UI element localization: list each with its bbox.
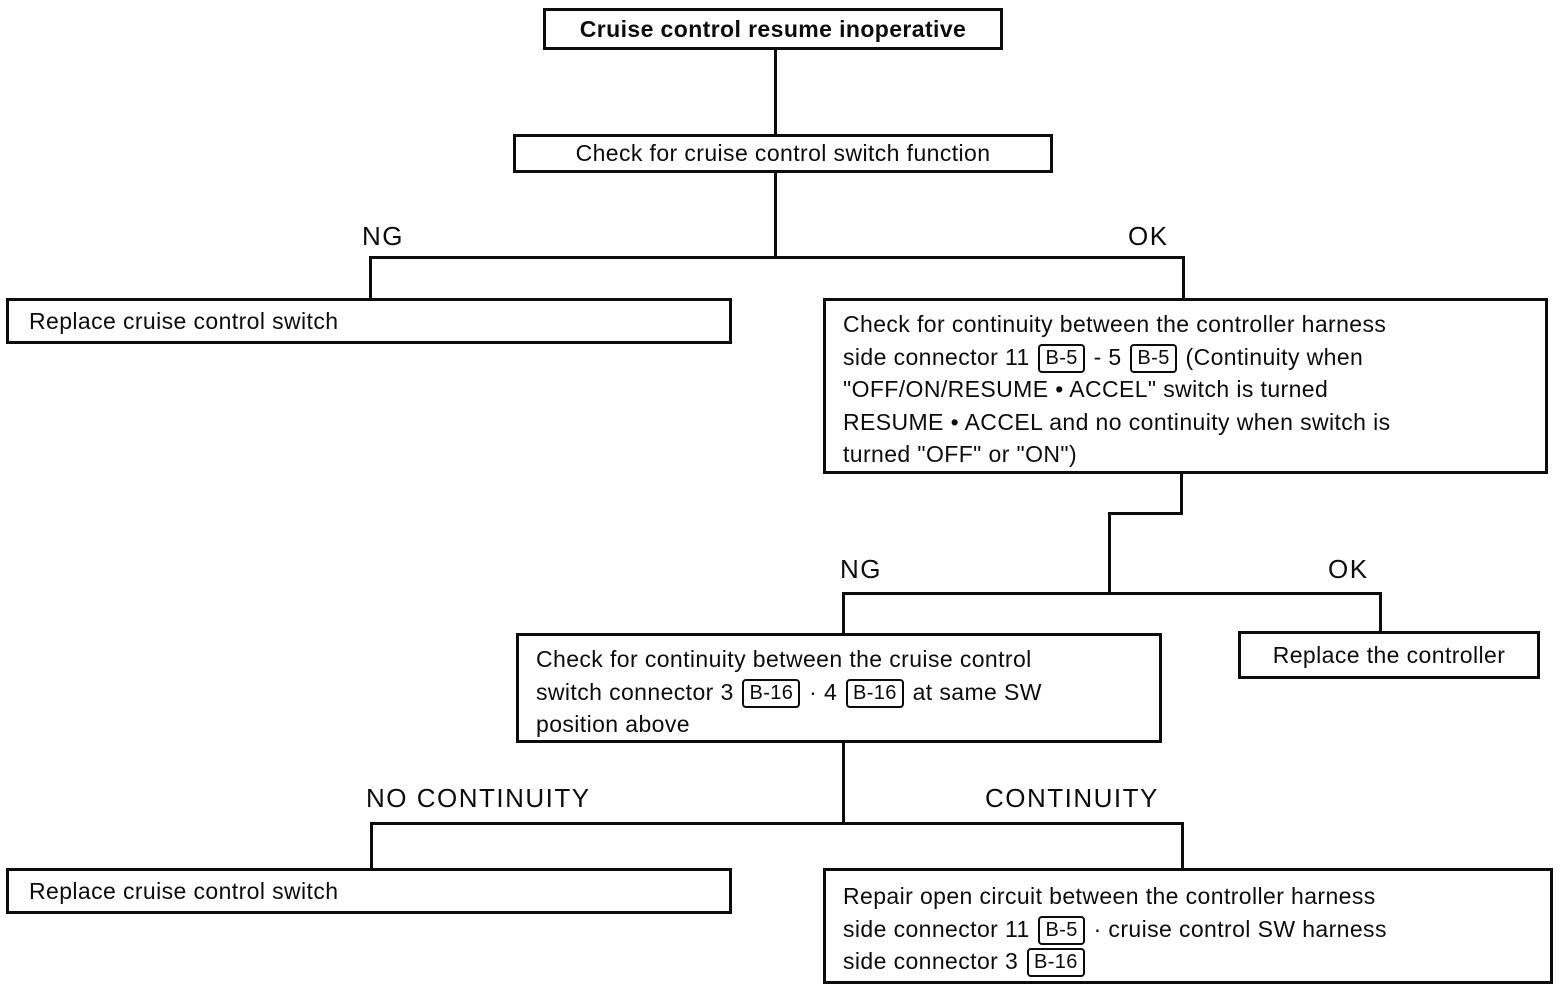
text-segment: at same SW [905, 678, 1042, 705]
branch2-ok-drop-line [1379, 594, 1382, 632]
node-text-line: RESUME • ACCEL and no continuity when sw… [843, 406, 1528, 439]
connector-code-badge: B-16 [742, 678, 801, 708]
text-segment: switch connector 3 [536, 678, 741, 705]
connector-code-badge: B-5 [1038, 915, 1085, 945]
branch1-ng-label: NG [362, 221, 404, 251]
branch3-horizontal-line [370, 822, 1184, 825]
text-segment: (Continuity when [1178, 343, 1364, 370]
text-segment: side connector 11 [843, 915, 1037, 942]
connector-start-to-check-function [774, 50, 777, 135]
connector-code-badge: B-16 [845, 678, 904, 708]
node-text-line: Repair open circuit between the controll… [843, 880, 1533, 913]
branch1-ng-drop-line [369, 258, 372, 299]
node-text-line: Check for continuity between the control… [843, 308, 1528, 341]
branch3-no-continuity-label: NO CONTINUITY [366, 783, 591, 813]
text-segment: turned "OFF" or "ON") [843, 441, 1078, 467]
connector-code-badge: B-5 [1038, 343, 1085, 373]
node-text-line: "OFF/ON/RESUME • ACCEL" switch is turned [843, 373, 1528, 406]
branch1-ok-drop-line [1182, 258, 1185, 299]
branch2-horizontal-line [842, 592, 1382, 595]
text-segment: position above [536, 711, 690, 737]
text-segment: "OFF/ON/RESUME • ACCEL" switch is turned [843, 376, 1329, 402]
branch1-horizontal-line [369, 256, 1185, 259]
node-check-controller-continuity: Check for continuity between the control… [823, 298, 1548, 474]
node-text-line: side connector 11 B-5 · cruise control S… [843, 913, 1533, 946]
branch1-ok-label: OK [1128, 221, 1169, 251]
connector-jog-horizontal [1108, 512, 1183, 515]
node-text-line: switch connector 3 B-16 · 4 B-16 at same… [536, 676, 1142, 709]
text-segment: Check for continuity between the control… [843, 311, 1387, 337]
text-segment: side connector 11 [843, 343, 1037, 370]
text-segment: Check for continuity between the cruise … [536, 646, 1032, 672]
node-repair-open-circuit: Repair open circuit between the controll… [823, 868, 1553, 984]
branch2-ng-label: NG [840, 554, 882, 584]
branch3-continuity-label: CONTINUITY [985, 783, 1159, 813]
branch2-ok-label: OK [1328, 554, 1369, 584]
node-replace-switch-top: Replace cruise control switch [6, 298, 732, 344]
connector-jog-vertical-lower [1108, 514, 1111, 594]
node-text-line: turned "OFF" or "ON") [843, 438, 1528, 471]
text-segment: Repair open circuit between the controll… [843, 883, 1376, 909]
node-check-switch-function: Check for cruise control switch function [513, 134, 1053, 173]
text-segment: side connector 3 [843, 948, 1025, 974]
node-check-switch-continuity: Check for continuity between the cruise … [516, 633, 1162, 743]
text-segment: - 5 [1086, 343, 1129, 370]
node-text-line: Check for continuity between the cruise … [536, 643, 1142, 676]
node-replace-controller: Replace the controller [1238, 631, 1540, 679]
node-text-line: position above [536, 708, 1142, 741]
branch2-ng-drop-line [842, 594, 845, 634]
branch3-no-continuity-drop-line [370, 824, 373, 869]
node-replace-switch-bottom: Replace cruise control switch [6, 868, 732, 914]
connector-jog-vertical-upper [1180, 472, 1183, 515]
connector-switch-continuity-to-branch3 [842, 743, 845, 824]
connector-check-function-to-branch1 [774, 173, 777, 258]
branch3-continuity-drop-line [1181, 824, 1184, 868]
connector-code-badge: B-5 [1130, 343, 1177, 373]
node-problem-title: Cruise control resume inoperative [543, 8, 1003, 50]
text-segment: · 4 [802, 678, 844, 705]
node-text-line: side connector 3 B-16 [843, 945, 1533, 978]
text-segment: · cruise control SW harness [1086, 915, 1387, 942]
text-segment: RESUME • ACCEL and no continuity when sw… [843, 408, 1391, 435]
node-text-line: side connector 11 B-5 - 5 B-5 (Continuit… [843, 341, 1528, 374]
connector-code-badge: B-16 [1026, 948, 1085, 977]
